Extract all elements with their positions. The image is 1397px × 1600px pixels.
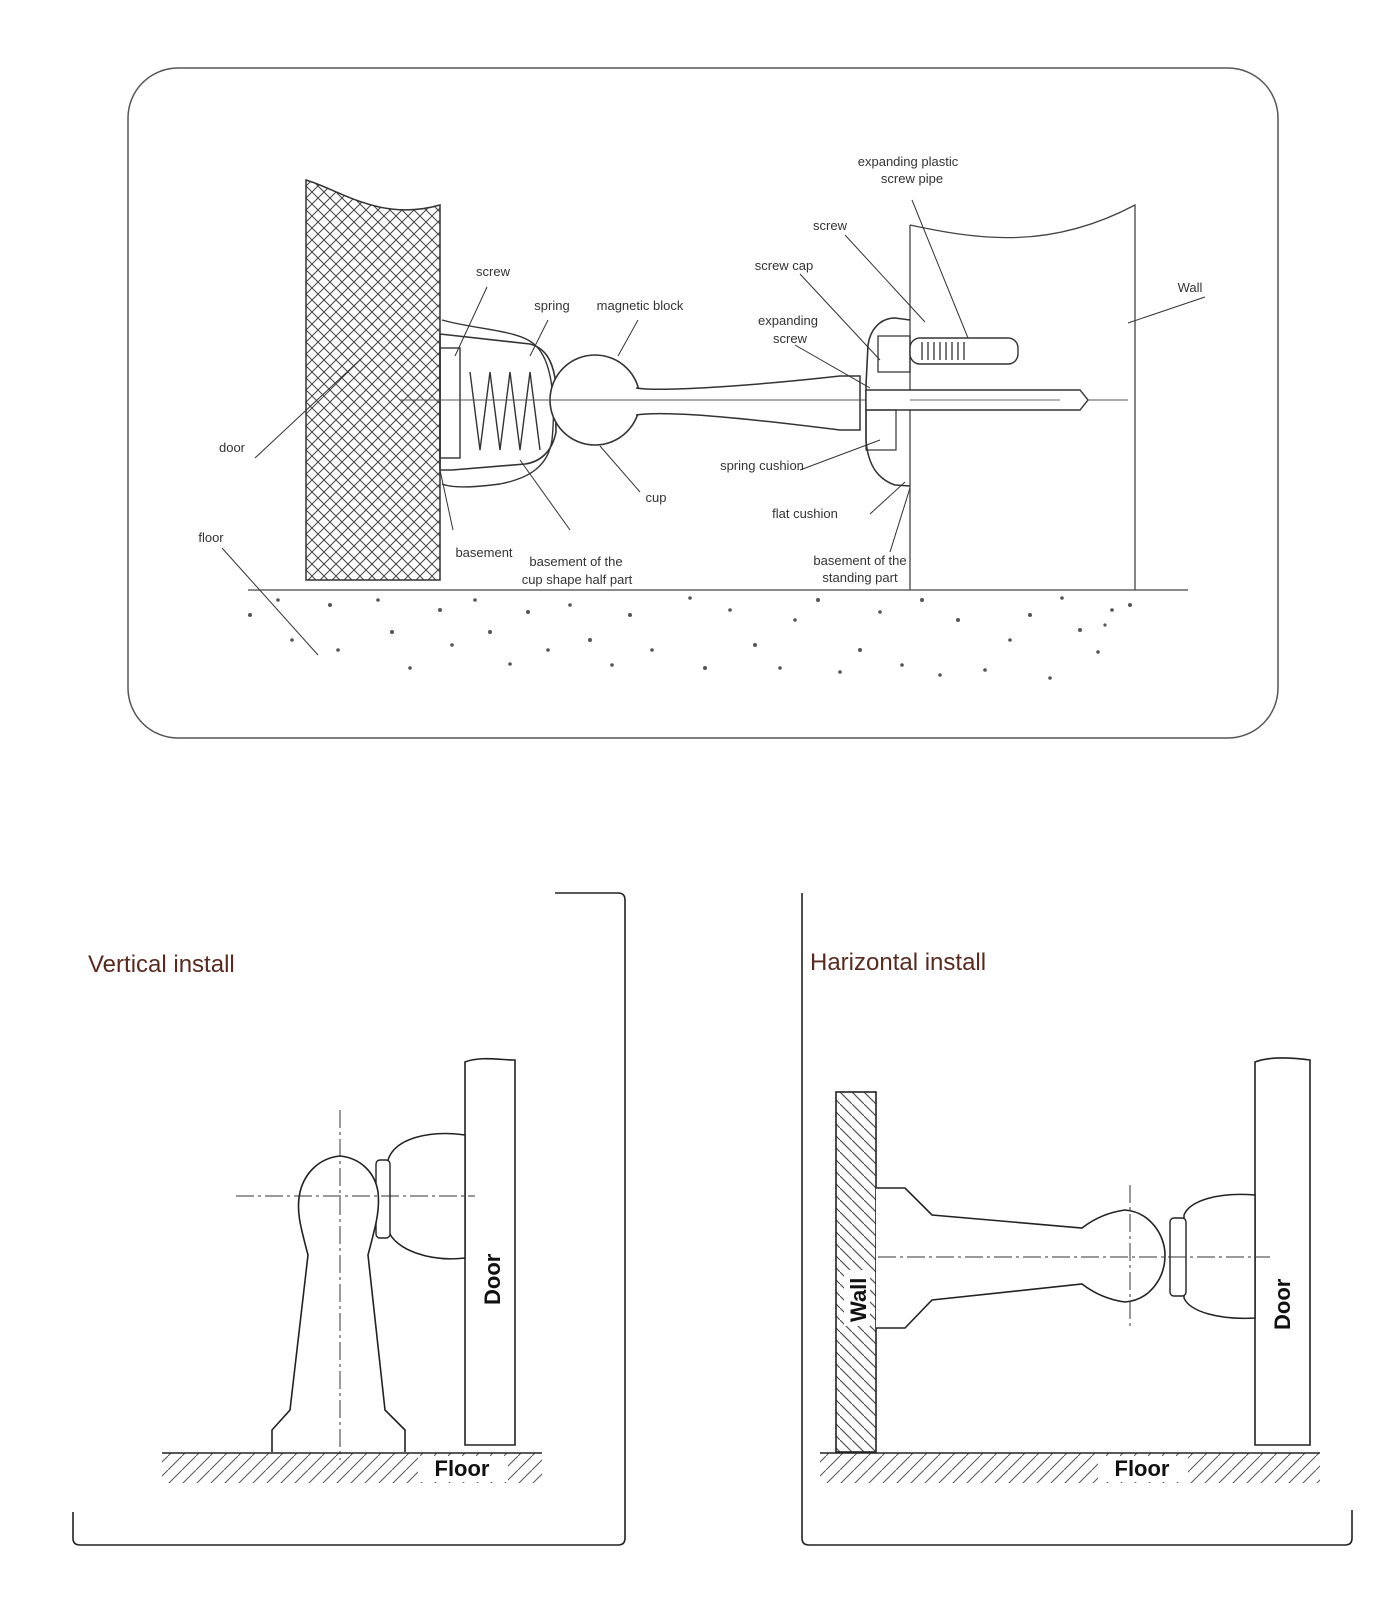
vertical-install-panel: Vertical install Door Floor (72, 892, 626, 1546)
horizontal-floor-label-bg (1098, 1456, 1188, 1482)
label-expanding: expanding (758, 313, 818, 328)
label-spring-cushion: spring cushion (720, 458, 804, 473)
label-basement-of-the-cup: basement of the (529, 554, 622, 569)
horizontal-stopper-body (876, 1187, 1166, 1329)
basement-plate (439, 347, 461, 459)
label-wall: Wall (1178, 280, 1203, 295)
spring (469, 371, 541, 451)
horizontal-install-panel: Harizontal install Wall Door Floor (801, 893, 1353, 1546)
flat-cushion (865, 409, 897, 451)
pipe-threads (921, 342, 965, 360)
vertical-floor-label-bg (418, 1456, 508, 1482)
door-section (305, 178, 441, 581)
label-basement: basement (455, 545, 512, 560)
label-spring: spring (534, 298, 569, 313)
horizontal-install-title: Harizontal install (810, 949, 986, 976)
label-expanding-plastic: expanding plastic (858, 154, 959, 169)
label-standing-part: standing part (822, 570, 898, 585)
vertical-door (464, 1057, 516, 1446)
horizontal-wall-label-bg (844, 1270, 870, 1326)
vertical-door-label: Door (480, 1253, 505, 1305)
label-expanding-screw: screw (773, 331, 808, 346)
label-magnetic-block: magnetic block (597, 298, 684, 313)
horizontal-door (1254, 1057, 1311, 1446)
horizontal-wall-label: Wall (846, 1278, 871, 1322)
leader-lines (221, 199, 1206, 656)
diagram-frame (127, 67, 1279, 739)
horizontal-floor-label: Floor (1115, 1456, 1170, 1481)
label-screw-pipe: screw pipe (881, 171, 943, 186)
label-basement-of-the-standing: basement of the (813, 553, 906, 568)
label-screw-right: screw (813, 218, 848, 233)
standing-base (865, 317, 911, 487)
cross-section-diagram: expanding plastic screw pipe screw screw… (127, 67, 1279, 739)
vertical-floor-label: Floor (435, 1456, 490, 1481)
vertical-install-title: Vertical install (88, 951, 235, 978)
label-screw-left: screw (476, 264, 511, 279)
label-cup: cup (646, 490, 667, 505)
label-screw-cap: screw cap (755, 258, 814, 273)
label-flat-cushion: flat cushion (772, 506, 838, 521)
horizontal-door-label: Door (1270, 1278, 1295, 1330)
floor-aggregate (248, 596, 1132, 680)
label-floor: floor (198, 530, 224, 545)
horizontal-panel-frame (801, 893, 1353, 1546)
screw-cap (877, 335, 911, 373)
cup-shape-outer (441, 319, 555, 488)
label-door: door (219, 440, 246, 455)
label-cup-shape-half-part: cup shape half part (522, 572, 633, 587)
rod (635, 375, 861, 431)
horizontal-floor-hatch (820, 1453, 1320, 1483)
horizontal-cup (1183, 1193, 1256, 1320)
cup-shape-part (439, 333, 557, 471)
vertical-panel-frame (72, 892, 626, 1546)
